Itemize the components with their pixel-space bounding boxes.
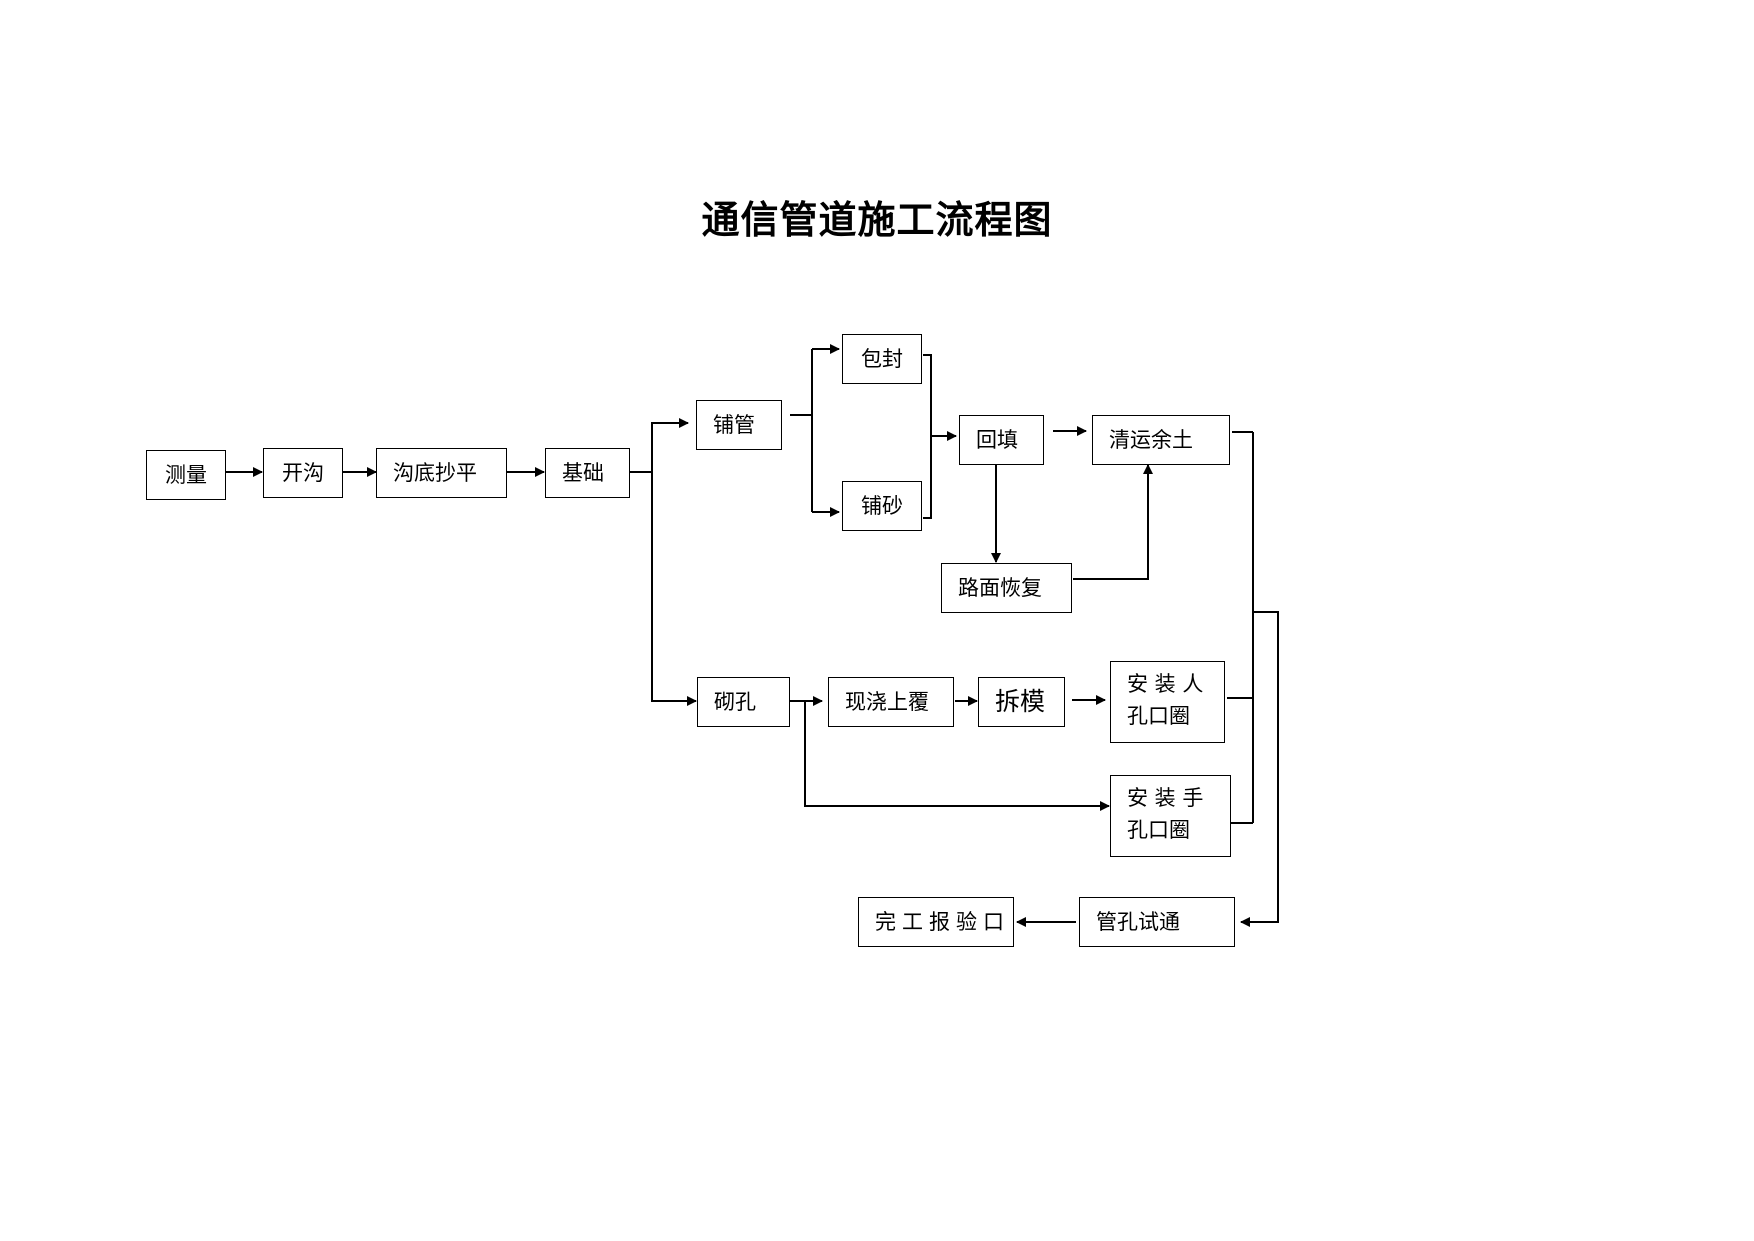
node-kaigou: 开沟 xyxy=(263,448,343,498)
arrow-jichu-puguan xyxy=(630,418,689,473)
node-xianjiao-shangfu: 现浇上覆 xyxy=(828,677,954,727)
node-lumian-huifu: 路面恢复 xyxy=(941,563,1072,613)
node-qikong: 砌孔 xyxy=(697,677,790,727)
node-anzhuang-renkongkouquan: 安 装 人 孔口圈 xyxy=(1110,661,1225,743)
bracket-baofeng xyxy=(923,354,932,519)
node-anzhuang-shoukongkouquan: 安 装 手 孔口圈 xyxy=(1110,775,1231,857)
node-wangong-baoyan: 完工报验口 xyxy=(858,897,1014,947)
diagram-title: 通信管道施工流程图 xyxy=(701,197,1053,242)
node-pusha: 铺砂 xyxy=(842,481,922,531)
node-chaimo: 拆模 xyxy=(978,677,1065,727)
node-qingyun-yutu: 清运余土 xyxy=(1092,415,1230,465)
collector-to-guankong xyxy=(1240,611,1279,927)
node-huitian: 回填 xyxy=(959,415,1044,465)
node-goudi-chaoping: 沟底抄平 xyxy=(376,448,507,498)
node-baofeng: 包封 xyxy=(842,334,922,384)
node-jichu: 基础 xyxy=(545,448,630,498)
arrow-lumian-qingyun xyxy=(1073,464,1153,580)
node-guankong-shitong: 管孔试通 xyxy=(1079,897,1235,947)
node-puguan: 铺管 xyxy=(696,400,782,450)
arrow-qikong-shoukong xyxy=(804,701,1110,811)
node-celiang: 测量 xyxy=(146,450,226,500)
arrow-jichu-qikong xyxy=(651,472,697,706)
